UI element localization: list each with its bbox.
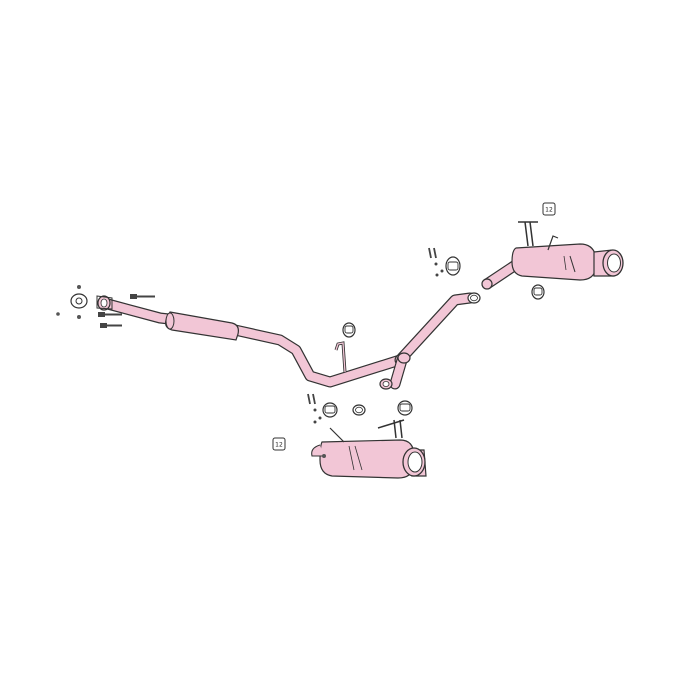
bolts-front (98, 294, 155, 328)
bolts-and-nuts (307, 247, 444, 424)
tail-tip-left (402, 447, 427, 477)
flange-gasket (56, 285, 88, 319)
hanger-icon (342, 322, 356, 338)
bolt-icon (98, 312, 122, 317)
nut-icon (56, 312, 60, 316)
tag-label: 12 (545, 207, 553, 214)
tail-tip-right (593, 249, 624, 277)
tag-rear-hanger-right: 12 (542, 202, 556, 216)
tag-rear-hanger-left: 12 (272, 437, 286, 451)
center-resonator (165, 311, 239, 341)
pipe-hanger-rod (334, 341, 347, 373)
nut-icon (322, 454, 326, 458)
y-pipe (379, 292, 476, 390)
hanger-icon (322, 402, 338, 418)
bolt-bundle-left (307, 393, 322, 424)
tag-label: 12 (275, 442, 283, 449)
bolt-icon (100, 323, 122, 328)
bolt-bundle-right (428, 247, 444, 277)
front-pipe (96, 295, 406, 388)
clamp-rings (352, 292, 481, 416)
nut-icon (77, 285, 81, 289)
nut-icon (77, 315, 81, 319)
hanger-icon (531, 284, 545, 300)
hanger-icon (397, 400, 413, 416)
bolt-icon (130, 294, 155, 299)
hanger-icon (445, 256, 461, 276)
right-muffler (511, 221, 597, 281)
left-muffler (311, 419, 415, 479)
rubber-hangers (322, 256, 545, 418)
